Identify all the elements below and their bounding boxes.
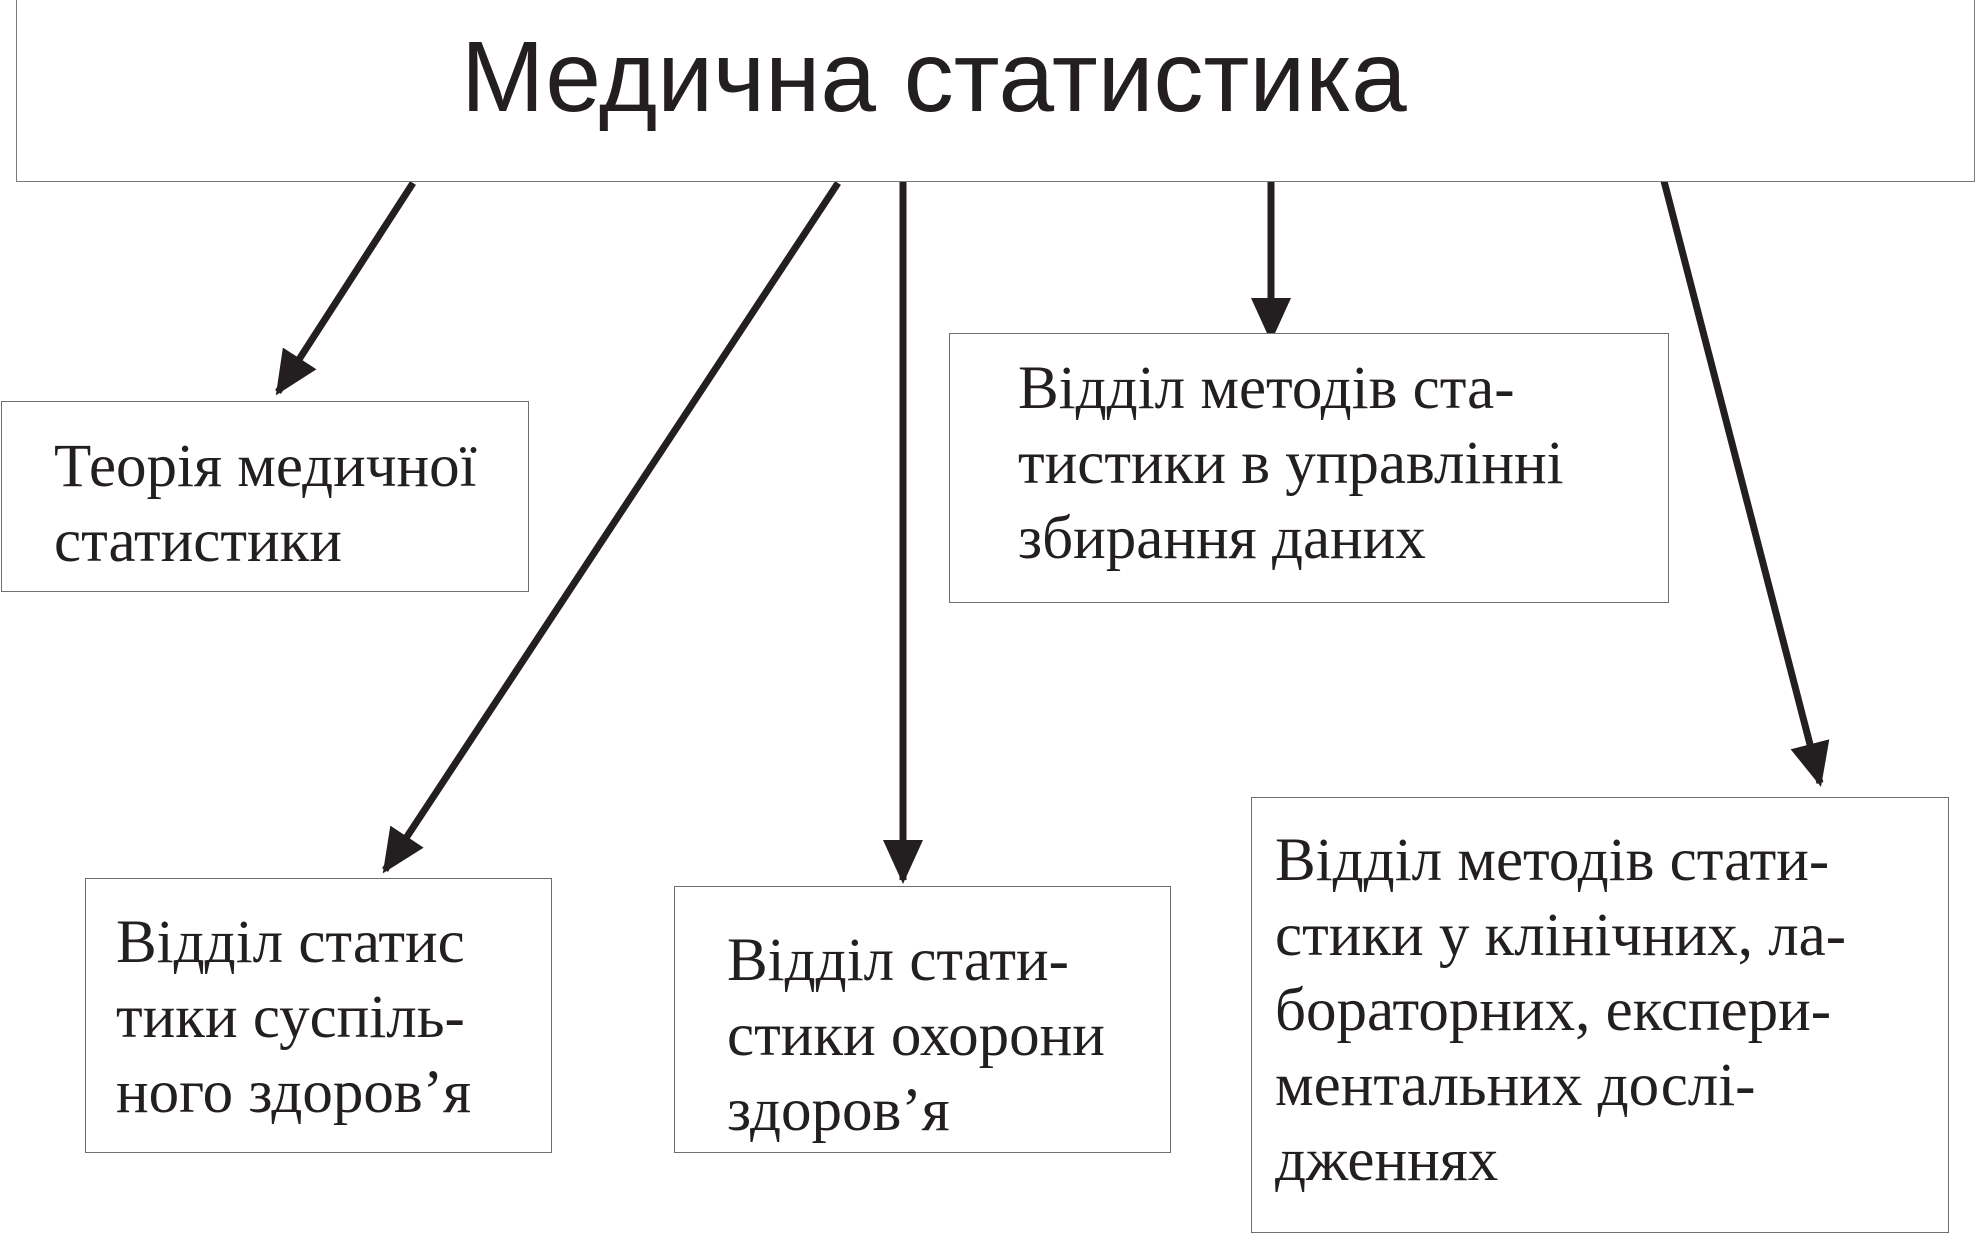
- node-healthcare-text: Відділ стати- стики охорони здоров’я: [727, 923, 1105, 1148]
- node-management: Відділ методів ста- тистики в управлінні…: [949, 333, 1669, 603]
- node-line: ного здоров’я: [116, 1059, 472, 1126]
- arrow-to-theory: [275, 181, 416, 396]
- node-line: Відділ статис: [116, 909, 465, 976]
- node-line: дженнях: [1275, 1127, 1499, 1194]
- node-line: тики суспіль-: [116, 984, 465, 1051]
- arrow-to-public-health: [382, 181, 841, 874]
- node-line: здоров’я: [727, 1077, 950, 1144]
- node-clinical: Відділ методів стати- стики у клінічних,…: [1251, 797, 1949, 1233]
- node-line: тистики в управлінні: [1018, 430, 1564, 497]
- node-clinical-text: Відділ методів стати- стики у клінічних,…: [1275, 823, 1846, 1198]
- node-line: Теорія медичної: [54, 433, 477, 500]
- node-theory-text: Теорія медичної статистики: [54, 429, 477, 579]
- node-line: Відділ стати-: [727, 927, 1069, 994]
- node-line: Відділ методів стати-: [1275, 827, 1830, 894]
- node-healthcare: Відділ стати- стики охорони здоров’я: [674, 886, 1171, 1153]
- diagram-title: Медична статистика: [461, 21, 1407, 133]
- node-line: збирання даних: [1018, 505, 1426, 572]
- node-line: стики охорони: [727, 1002, 1105, 1069]
- node-public-health-text: Відділ статис тики суспіль- ного здоров’…: [116, 905, 471, 1130]
- node-line: статистики: [54, 508, 342, 575]
- node-line: стики у клінічних, ла-: [1275, 902, 1847, 969]
- node-line: Відділ методів ста-: [1018, 355, 1515, 422]
- node-management-text: Відділ методів ста- тистики в управлінні…: [1018, 351, 1564, 576]
- node-theory: Теорія медичної статистики: [1, 401, 529, 592]
- root-node: Медична статистика: [16, 0, 1975, 182]
- node-public-health: Відділ статис тики суспіль- ного здоров’…: [85, 878, 552, 1153]
- node-line: ментальних дослі-: [1275, 1052, 1756, 1119]
- node-line: бораторних, експери-: [1275, 977, 1832, 1044]
- arrow-to-clinical: [1660, 180, 1830, 787]
